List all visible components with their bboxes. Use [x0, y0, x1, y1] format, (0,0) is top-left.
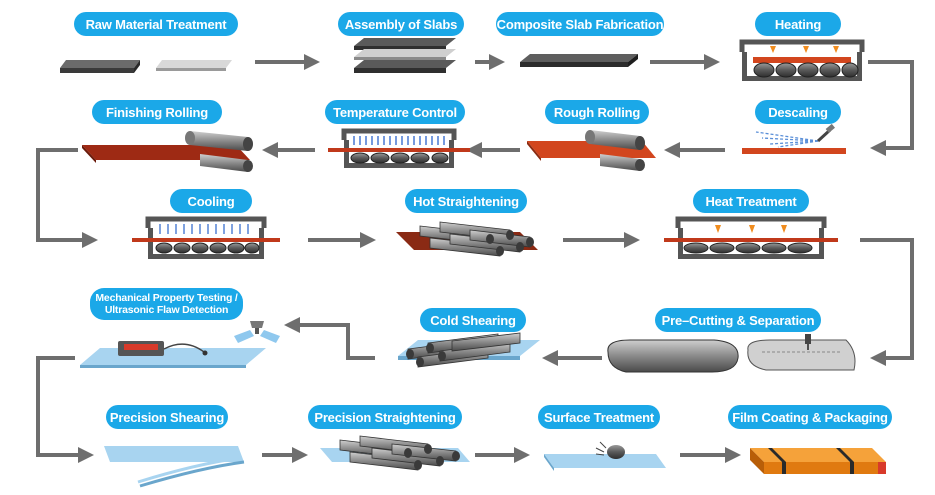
label-mechanical-property-testing: Mechanical Property Testing / Ultrasonic… — [90, 288, 243, 320]
raw-material-slab-icon — [60, 60, 232, 73]
label-cooling: Cooling — [170, 189, 252, 213]
label-raw-material-treatment: Raw Material Treatment — [74, 12, 238, 36]
label-cold-shearing: Cold Shearing — [420, 308, 526, 332]
label-heating: Heating — [755, 12, 841, 36]
label-heat-treatment: Heat Treatment — [693, 189, 809, 213]
label-hot-straightening: Hot Straightening — [405, 189, 527, 213]
finishing-rolling-mill-icon — [82, 131, 253, 172]
surface-treatment-icon — [544, 441, 666, 471]
descaling-spray-icon — [742, 123, 846, 154]
label-precision-straightening: Precision Straightening — [308, 405, 462, 429]
label-assembly-of-slabs: Assembly of Slabs — [338, 12, 464, 36]
label-descaling: Descaling — [755, 100, 841, 124]
precision-straightener-icon — [320, 435, 470, 471]
package-icon — [750, 448, 886, 474]
label-mechanical-line2: Ultrasonic Flaw Detection — [104, 304, 229, 316]
arrow-11 — [860, 238, 914, 366]
label-precision-shearing: Precision Shearing — [106, 405, 228, 429]
rough-rolling-mill-icon — [527, 130, 656, 171]
arrow-4 — [868, 60, 914, 156]
cold-shearing-icon — [398, 332, 540, 368]
hot-straightener-icon — [396, 221, 538, 257]
pre-cutting-icon — [607, 334, 856, 373]
cooling-icon — [132, 216, 280, 259]
label-surface-treatment: Surface Treatment — [538, 405, 660, 429]
temperature-control-icon — [328, 128, 470, 168]
slab-stack-icon — [354, 38, 456, 73]
label-pre-cutting-separation: Pre–Cutting & Separation — [655, 308, 821, 332]
label-composite-slab-fabrication: Composite Slab Fabrication — [496, 12, 664, 36]
precision-shearing-icon — [104, 446, 245, 488]
heating-furnace-icon — [739, 39, 865, 81]
label-mechanical-line1: Mechanical Property Testing / — [95, 292, 238, 304]
arrow-8 — [36, 148, 98, 248]
label-temperature-control: Temperature Control — [325, 100, 465, 124]
arrow-13 — [284, 317, 375, 360]
label-film-coating-packaging: Film Coating & Packaging — [728, 405, 892, 429]
label-finishing-rolling: Finishing Rolling — [92, 100, 222, 124]
heat-treatment-furnace-icon — [664, 216, 838, 259]
composite-slab-icon — [520, 54, 638, 67]
ultrasonic-tester-icon — [80, 321, 280, 368]
arrow-14 — [36, 356, 94, 463]
label-rough-rolling: Rough Rolling — [545, 100, 649, 124]
